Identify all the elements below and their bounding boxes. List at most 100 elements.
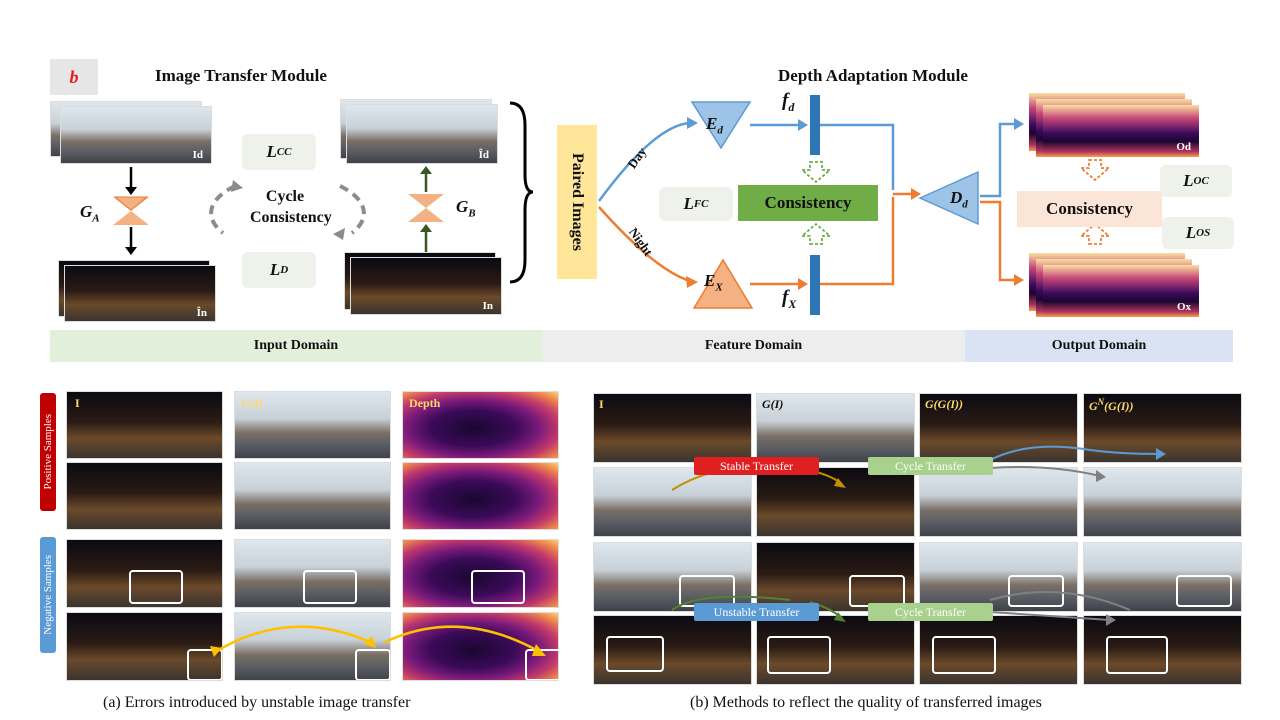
feature-consistency-box: Consistency: [738, 185, 878, 221]
feature-d-label: fd: [782, 90, 794, 115]
image-in: In: [350, 257, 502, 315]
feature-domain-band: Feature Domain: [542, 330, 965, 362]
a-r3-i-box: [129, 570, 183, 604]
cycle-transfer-tag-2: Cycle Transfer: [868, 603, 993, 621]
stable-transfer-label: Stable Transfer: [720, 458, 793, 473]
stable-transfer-tag: Stable Transfer: [694, 457, 819, 475]
feature-consistency-arrows: [800, 161, 833, 245]
paired-images-box: Paired Images: [557, 125, 597, 279]
a-r4-gi: [234, 612, 391, 681]
a-r2-i: [66, 462, 223, 530]
output-domain-band: Output Domain: [965, 330, 1233, 362]
right-brace: [509, 101, 534, 284]
b-col-gi-label: G(I): [762, 397, 784, 411]
decoder-label: Dd: [950, 188, 968, 210]
feature-d-bar: [810, 95, 820, 155]
decoder-shape: [918, 170, 979, 226]
panel-letter-box: b: [50, 59, 98, 95]
b-r4-c2: [756, 615, 915, 685]
output-od: Od: [1043, 105, 1199, 157]
loss-cc: L: [266, 142, 277, 161]
image-transfer-title: Image Transfer Module: [155, 66, 327, 85]
loss-oc-sub: OC: [1193, 175, 1209, 187]
generator-b-text: G: [456, 197, 469, 216]
feature-x-sub: X: [788, 296, 797, 311]
b-col-gn-text: G: [1089, 399, 1098, 413]
a-col-gi-label: G(I): [241, 396, 263, 410]
feature-arrows: [597, 117, 921, 290]
feature-x-bar: [810, 255, 820, 315]
b-col-gn-sup: N: [1097, 397, 1105, 407]
cycle-transfer-tag-1: Cycle Transfer: [868, 457, 993, 475]
cycle-transfer-label-1: Cycle Transfer: [895, 458, 966, 473]
encoder-x-sub: X: [715, 281, 723, 294]
label-ox: Ox: [1176, 301, 1191, 313]
b-r1-c2: G(I): [756, 393, 915, 463]
a-r3-depth-box: [471, 570, 525, 604]
encoder-x-text: E: [704, 271, 716, 290]
loss-fc: L: [683, 194, 694, 213]
output-domain-label: Output Domain: [1051, 338, 1147, 353]
b-r3-c4-box: [1176, 575, 1232, 607]
feature-consistency-label: Consistency: [764, 193, 852, 212]
depth-adaptation-title: Depth Adaptation Module: [778, 66, 968, 85]
a-col-depth-label: Depth: [409, 396, 441, 410]
a-r1-depth: Depth: [402, 391, 559, 459]
loss-d: L: [269, 260, 281, 279]
a-r3-gi-box: [303, 570, 357, 604]
feature-d-text: f: [782, 90, 789, 111]
panel-letter: b: [69, 66, 79, 87]
caption-a: (a) Errors introduced by unstable image …: [103, 694, 411, 711]
generator-b-arrows: [408, 166, 444, 252]
b-r4-c4: [1083, 615, 1242, 685]
label-in-hat: Ȋn: [196, 307, 207, 319]
a-r3-depth: [402, 539, 559, 608]
b-r1-c3: G(G(I)): [919, 393, 1078, 463]
a-r4-depth: [402, 612, 559, 681]
loss-oc: L: [1183, 171, 1194, 190]
unstable-transfer-label: Unstable Transfer: [713, 604, 800, 619]
decoder-text: D: [950, 188, 963, 207]
positive-samples-tag: Positive Samples: [40, 393, 56, 511]
output-consistency-label: Consistency: [1046, 199, 1133, 218]
label-id-hat: Ȋd: [478, 149, 489, 161]
b-r2-c1: [593, 467, 752, 537]
positive-samples-label: Positive Samples: [42, 414, 54, 490]
encoder-x-shape: [692, 258, 754, 309]
decoder-sub: d: [962, 198, 968, 211]
generator-b-sub: B: [468, 207, 476, 220]
generator-a-sub: A: [92, 212, 100, 225]
generator-a-label: GA: [80, 202, 100, 224]
feature-x-text: f: [782, 287, 789, 308]
label-od: Od: [1176, 141, 1191, 153]
caption-b: (b) Methods to reflect the quality of tr…: [690, 694, 1042, 711]
loss-fc-sub: FC: [693, 198, 709, 210]
paired-images-label: Paired Images: [569, 153, 586, 251]
output-ox: Ox: [1043, 265, 1199, 317]
cycle-transfer-label-2: Cycle Transfer: [895, 604, 966, 619]
b-r2-c4: [1083, 467, 1242, 537]
label-id: Id: [192, 149, 203, 161]
b-r4-c3-box: [932, 636, 996, 674]
a-r3-gi: [234, 539, 391, 608]
output-arrows: [980, 118, 1024, 286]
generator-a-text: G: [80, 202, 93, 221]
negative-samples-label: Negative Samples: [42, 555, 54, 635]
feature-d-sub: d: [788, 99, 795, 114]
b-r3-c3-box: [1008, 575, 1064, 607]
b-r4-c1-box: [606, 636, 664, 672]
encoder-d-shape: [690, 101, 752, 150]
loss-cc-sub: CC: [276, 146, 292, 158]
a-r2-gi: [234, 462, 391, 530]
a-r4-i: [66, 612, 223, 681]
generator-b-label: GB: [456, 197, 476, 219]
unstable-transfer-tag: Unstable Transfer: [694, 603, 819, 621]
feature-x-label: fX: [782, 287, 796, 312]
a-r4-i-box: [187, 649, 222, 680]
b-r4-c3: [919, 615, 1078, 685]
a-r4-gi-box: [355, 649, 390, 680]
